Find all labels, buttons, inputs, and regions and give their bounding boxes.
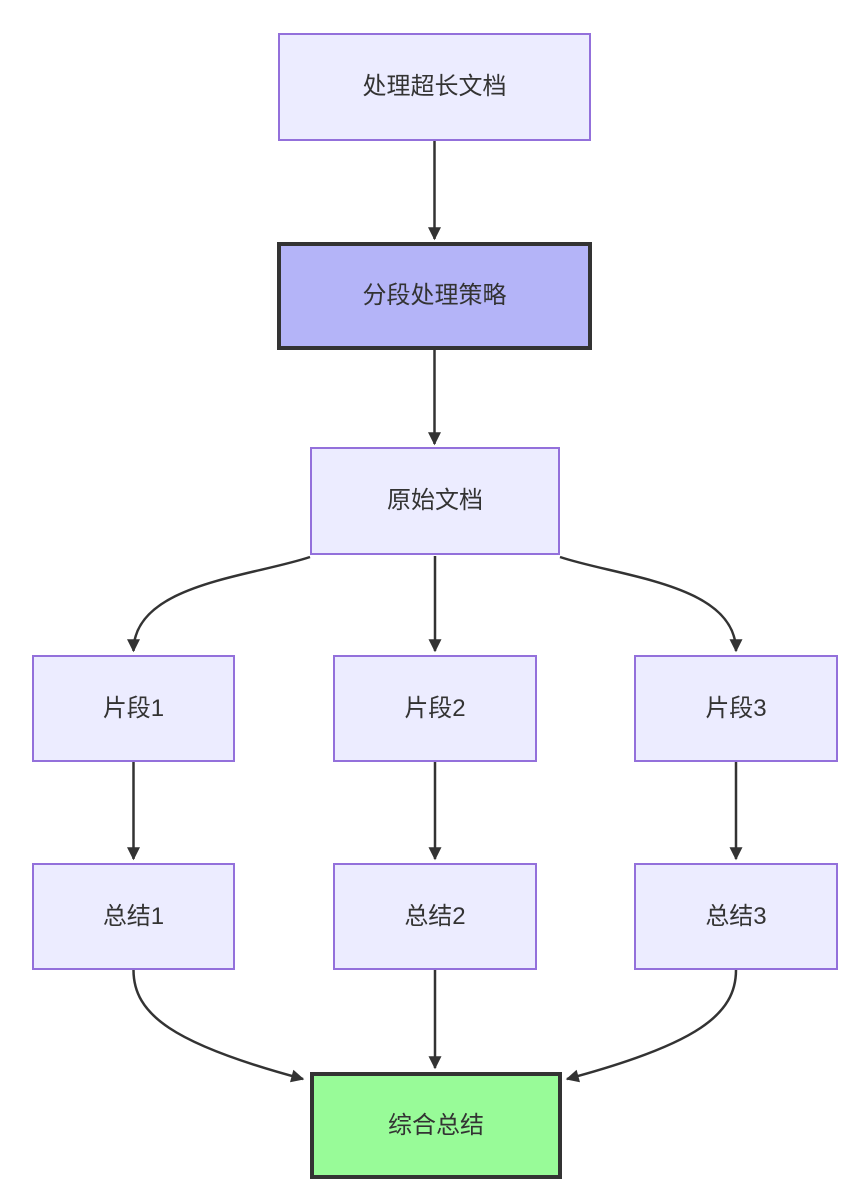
edge-c-d1 xyxy=(127,555,311,653)
node-label: 总结1 xyxy=(102,902,165,930)
node-segmentation-strategy: 分段处理策略 xyxy=(277,242,592,350)
node-label: 片段1 xyxy=(102,694,165,722)
node-handle-long-document: 处理超长文档 xyxy=(278,33,591,141)
node-label: 综合总结 xyxy=(388,1111,484,1139)
node-fragment-1: 片段1 xyxy=(32,655,235,762)
node-fragment-3: 片段3 xyxy=(634,655,838,762)
node-label: 分段处理策略 xyxy=(362,282,507,310)
edge-e3-f xyxy=(565,969,738,1083)
node-label: 总结2 xyxy=(404,902,466,930)
edge-c-d3 xyxy=(559,555,743,653)
node-combined-summary: 综合总结 xyxy=(310,1072,562,1179)
node-label: 片段2 xyxy=(404,694,466,722)
node-summary-2: 总结2 xyxy=(333,863,537,970)
node-summary-3: 总结3 xyxy=(634,863,838,970)
node-fragment-2: 片段2 xyxy=(333,655,537,762)
node-label: 原始文档 xyxy=(387,487,483,515)
edge-e1-f xyxy=(132,969,305,1083)
node-summary-1: 总结1 xyxy=(32,863,235,970)
node-label: 片段3 xyxy=(705,694,767,722)
node-label: 总结3 xyxy=(705,902,767,930)
node-label: 处理超长文档 xyxy=(362,73,507,101)
node-original-document: 原始文档 xyxy=(310,447,560,555)
